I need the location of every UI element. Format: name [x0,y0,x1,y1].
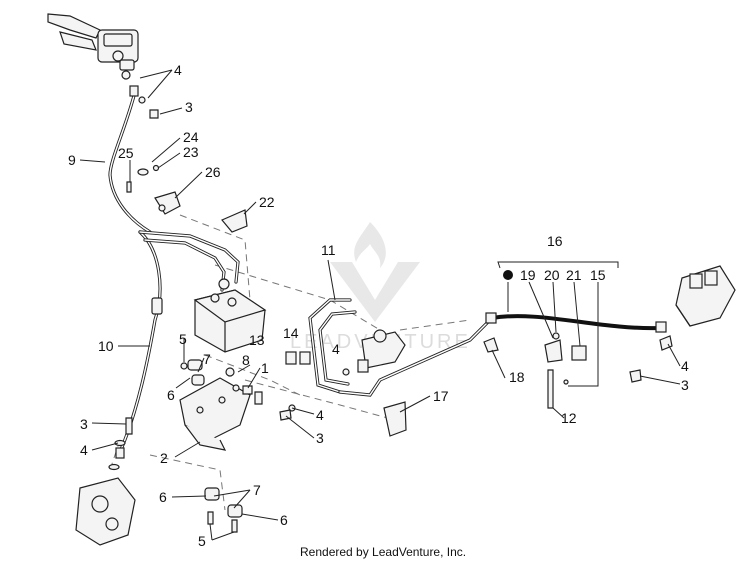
callout-19: 19 [520,267,536,283]
bracket-17 [383,401,407,437]
callout-4: 4 [316,407,324,423]
callout-11: 11 [321,242,336,258]
sensor-clip-26 [154,191,181,215]
callout-6: 6 [167,387,175,403]
leader-lines [79,69,681,541]
callout-17: 17 [433,388,449,404]
callout-14: 14 [283,325,299,341]
callout-4: 4 [80,442,88,458]
left-hardware [108,417,133,471]
callout-25: 25 [118,145,134,161]
callout-2: 2 [160,450,168,466]
callout-13: 13 [249,332,265,348]
callout-24: 24 [183,129,199,145]
callout-5: 5 [198,533,206,549]
callout-3: 3 [681,377,689,393]
bracket-22 [221,209,248,233]
rear-master-cylinder [357,329,406,373]
callout-4: 4 [332,341,340,357]
callout-7: 7 [253,482,261,498]
handlebar-master-cylinder [47,13,139,71]
callout-22: 22 [259,194,275,210]
callout-18: 18 [509,369,525,385]
abs-bracket [179,377,251,451]
callout-26: 26 [205,164,221,180]
brake-hose-10 [115,230,163,459]
brake-hose-9 [108,85,152,234]
abs-feed-lines [138,230,240,292]
top-hardware [121,70,159,119]
callout-20: 20 [544,267,560,283]
callout-5: 5 [179,331,187,347]
callout-labels: 4 3 24 23 25 9 26 22 11 16 19 20 21 15 1… [68,62,689,549]
callout-3: 3 [316,430,324,446]
callout-10: 10 [98,338,114,354]
callout-7: 7 [203,351,211,367]
callout-21: 21 [566,267,582,283]
callout-8: 8 [242,352,250,368]
abs-modulator [193,278,267,353]
rear-brake-line [338,318,492,397]
render-credit: Rendered by LeadVenture, Inc. [300,545,466,559]
hose-marker-dot [503,270,513,280]
callout-23: 23 [183,144,199,160]
callout-6: 6 [280,512,288,528]
callout-1: 1 [261,360,269,376]
callout-12: 12 [561,410,577,426]
rear-caliper [675,265,736,327]
front-caliper [75,477,136,546]
mid-hardware [279,351,350,421]
callout-6: 6 [159,489,167,505]
brake-hose-11 [308,298,357,394]
callout-4: 4 [681,358,689,374]
lower-mount-hardware [204,487,243,533]
callout-15: 15 [590,267,606,283]
small-fittings-23-25 [126,164,160,193]
callout-3: 3 [185,99,193,115]
mount-hardware-mid [180,359,263,405]
callout-4: 4 [174,62,182,78]
right-hardware [629,335,673,383]
callout-16: 16 [547,233,563,249]
grommet-18 [483,337,499,353]
callout-3: 3 [80,416,88,432]
rear-brake-hose-16 [485,312,667,333]
callout-9: 9 [68,152,76,168]
